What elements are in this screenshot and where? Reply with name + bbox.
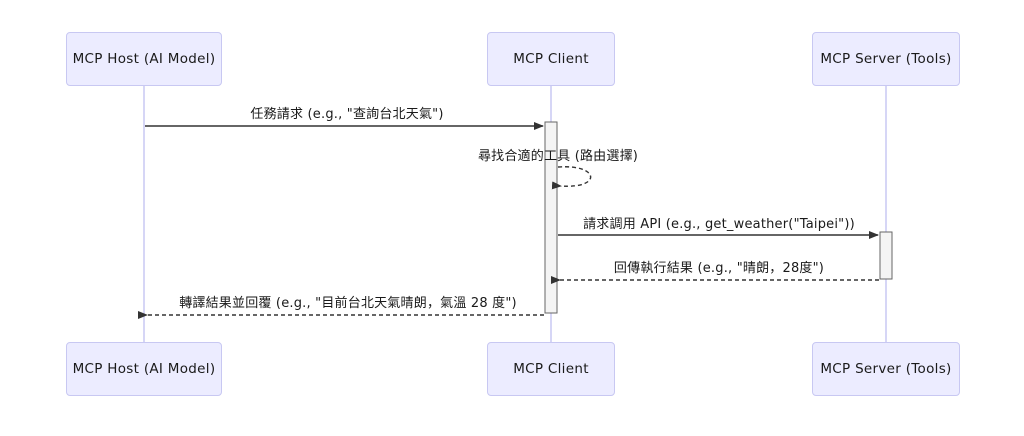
message-label-3: 請求調用 API (e.g., get_weather("Taipei")): [583, 217, 855, 232]
message-label-2: 尋找合適的工具 (路由選擇): [477, 149, 639, 164]
actor-box-host-top[interactable]: MCP Host (AI Model): [66, 32, 222, 86]
message-arrow-2-selfloop: [551, 166, 592, 190]
actor-label-host-bottom: MCP Host (AI Model): [72, 361, 216, 377]
activation-bar-server: [879, 231, 893, 280]
actor-label-host-top: MCP Host (AI Model): [72, 51, 216, 67]
actor-box-host-bottom[interactable]: MCP Host (AI Model): [66, 342, 222, 396]
actor-label-client-top: MCP Client: [513, 51, 589, 67]
actor-label-server-bottom: MCP Server (Tools): [820, 361, 952, 377]
actor-box-client-bottom[interactable]: MCP Client: [487, 342, 615, 396]
actor-label-server-top: MCP Server (Tools): [820, 51, 952, 67]
activation-bar-client: [544, 121, 558, 314]
message-label-5: 轉譯結果並回覆 (e.g., "目前台北天氣晴朗，氣溫 28 度"): [179, 296, 517, 311]
actor-box-client-top[interactable]: MCP Client: [487, 32, 615, 86]
actor-box-server-top[interactable]: MCP Server (Tools): [812, 32, 960, 86]
message-label-1: 任務請求 (e.g., "查詢台北天氣"): [250, 107, 444, 122]
actor-label-client-bottom: MCP Client: [513, 361, 589, 377]
message-label-4: 回傳執行結果 (e.g., "晴朗，28度"): [613, 261, 825, 276]
actor-box-server-bottom[interactable]: MCP Server (Tools): [812, 342, 960, 396]
